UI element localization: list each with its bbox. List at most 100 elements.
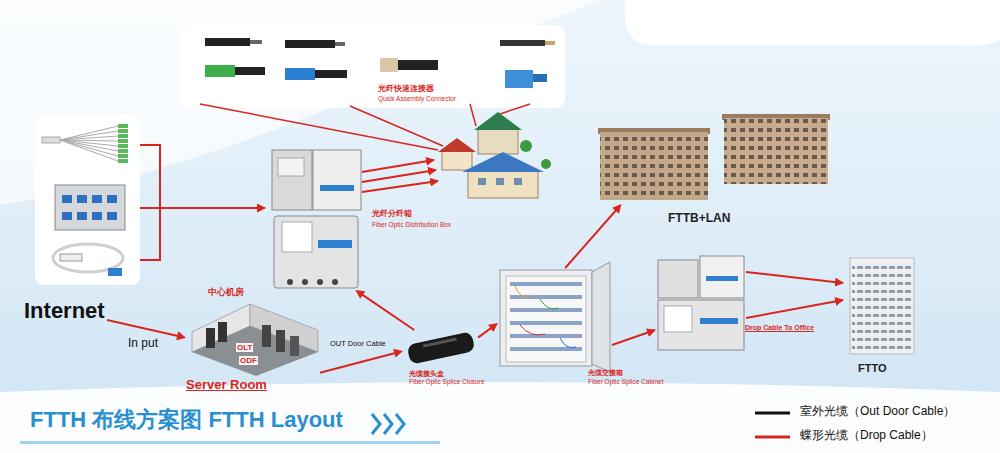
internet-source: Internet [24, 298, 107, 324]
node-text: 光纤分纤箱 [372, 210, 412, 219]
server-room-part [206, 328, 215, 348]
connector-panel-part [545, 41, 555, 45]
splitter-panel-part-part [118, 134, 128, 138]
splice-cabinet-part [500, 270, 592, 366]
office-boxes-part [700, 318, 738, 324]
splice-cabinet-part-part [515, 286, 530, 296]
splice-cabinet-part-part [510, 295, 582, 299]
houses-part [541, 159, 551, 169]
distribution-box-part [313, 150, 361, 210]
distribution-box: 光纤分纤箱Fiber Optic Distribution Box [268, 148, 365, 290]
distribution-box-part [317, 279, 323, 285]
connector-panel: 光纤快速连接器Quick Assembly Connector [180, 25, 565, 108]
connector-panel-part [285, 68, 315, 80]
splitter-panel [35, 115, 140, 285]
splice-cabinet-part-part [510, 321, 582, 325]
node-text: FTTO [858, 362, 887, 375]
distribution-box-part [272, 150, 312, 210]
splitter-bracket-part [140, 207, 160, 209]
connector-panel-part [235, 67, 265, 75]
node-text: Fiber Optic Distribution Box [372, 221, 451, 228]
houses-part [442, 150, 472, 170]
connector-panel-part [315, 70, 347, 78]
cable-connector [478, 323, 498, 338]
cable-connector [565, 204, 621, 268]
cable-connector [355, 290, 414, 330]
splice-cabinet-part-part [560, 338, 576, 348]
splitter-panel-part-part [118, 144, 128, 148]
houses-part [496, 178, 504, 185]
splitter-panel-part [108, 268, 122, 276]
splice-cabinet-part-part [510, 334, 582, 338]
background-part [625, 0, 1000, 46]
houses [438, 112, 551, 198]
splitter-panel-part-part [118, 129, 128, 133]
splitter-panel-part-part [60, 131, 118, 140]
houses-part [468, 170, 538, 198]
splitter-panel-part-part [92, 212, 102, 220]
office-arrows [612, 272, 843, 345]
ftth-buildings-part [724, 118, 828, 184]
splitter-panel-part-part [60, 126, 118, 140]
splitter-panel-part-part [60, 140, 118, 161]
office-boxes-part [706, 276, 738, 281]
splitter-panel-part-part [118, 149, 128, 153]
splitter-panel-part-part [60, 140, 118, 151]
legend-samples-part [755, 436, 790, 439]
connector-panel-part [505, 70, 533, 88]
drop-arrows-part [362, 160, 434, 172]
splice-closure: 光缆接头盒Fiber Optic Splice Closure [403, 330, 478, 368]
houses-part [478, 128, 518, 154]
splice-cabinet-part-part [520, 325, 545, 335]
splice-cabinet-part-part [510, 308, 582, 312]
splitter-panel-part [55, 185, 125, 230]
background-part [0, 382, 1000, 453]
splitter-panel-part-part [107, 195, 117, 203]
node-text: FTTB+LAN [668, 212, 730, 226]
splice-cabinet [500, 262, 610, 372]
arrow-head [393, 349, 403, 358]
background-part [20, 441, 440, 444]
drop-arrows [362, 160, 438, 192]
node-text: 光缆接头盒 [409, 370, 444, 378]
splitter-panel-part-part [62, 212, 72, 220]
office-arrows-part [746, 272, 843, 283]
splice-cabinet-part [515, 286, 576, 348]
arrow-head [176, 331, 186, 340]
distribution-box-part [274, 216, 358, 288]
connector-panel-part [533, 74, 547, 82]
server-room-part [192, 326, 318, 376]
office-boxes-part [658, 260, 698, 298]
distribution-box-part [287, 279, 293, 285]
splitter-panel-part [62, 195, 117, 220]
cable-line [565, 209, 617, 268]
splitter-panel-part-part [77, 212, 87, 220]
drop-wires-part [470, 104, 476, 126]
splitter-panel-part [35, 115, 140, 285]
houses-part [474, 112, 522, 130]
office-arrows-part [612, 330, 655, 345]
splice-closure [407, 331, 476, 364]
office-building-part [852, 262, 912, 352]
server-room [192, 304, 318, 376]
office-building: FTTO [846, 252, 918, 356]
splice-closure-part [423, 338, 457, 348]
legend-text: 蝶形光缆（Drop Cable） [800, 429, 933, 443]
splitter-panel-part-part [118, 154, 128, 158]
connector-panel-part [398, 60, 438, 70]
houses-part [438, 138, 476, 152]
node-text: 光缆交接箱 [588, 369, 623, 377]
arrow-head [355, 290, 365, 299]
houses-part [514, 178, 522, 185]
splice-closure-part [407, 331, 476, 364]
ftth-buildings [598, 114, 830, 200]
splitter-panel-part [60, 126, 118, 161]
node-text: Server Room [186, 378, 267, 393]
splitter-panel-part-part [77, 195, 87, 203]
background-part [372, 414, 380, 434]
splitter-panel-part-part [92, 195, 102, 203]
arrow-head [488, 323, 498, 332]
splice-cabinet-part [506, 276, 586, 362]
